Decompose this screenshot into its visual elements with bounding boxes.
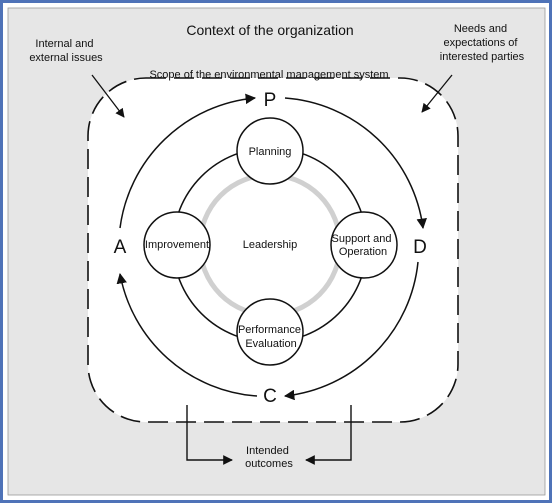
planning-circle — [236, 117, 304, 185]
planning-label: Planning — [249, 146, 292, 158]
pdca-letter-p: P — [264, 90, 277, 111]
pdca-letter-a: A — [114, 237, 127, 258]
input-arrow-right — [421, 74, 453, 113]
output-arrow-left — [186, 405, 233, 465]
performance-evaluation-circle — [236, 298, 304, 366]
arc-check-to-act — [116, 272, 258, 397]
intended-outcomes-label: Intended outcomes — [245, 445, 293, 470]
improvement-label: Improvement — [145, 239, 209, 251]
internal-issues-note: Internal and external issues — [29, 38, 103, 64]
interested-parties-note: Needs and expectations of interested par… — [440, 23, 525, 63]
output-arrow-right — [305, 405, 352, 465]
pdca-letter-d: D — [413, 237, 427, 258]
improvement-circle — [143, 211, 211, 279]
scope-label: Scope of the environmental management sy… — [149, 69, 388, 81]
input-arrow-left — [91, 74, 125, 118]
support-operation-circle — [330, 211, 398, 279]
context-title: Context of the organization — [186, 22, 353, 38]
arc-plan-to-do — [284, 97, 427, 230]
scope-boundary — [87, 77, 459, 423]
pdca-letter-c: C — [263, 386, 277, 407]
support-operation-label: Support and Operation — [332, 233, 395, 258]
performance-evaluation-label: Performance Evaluation — [238, 324, 304, 350]
leadership-label: Leadership — [243, 239, 297, 251]
arc-do-to-check — [283, 261, 419, 401]
arc-act-to-plan — [119, 93, 257, 229]
